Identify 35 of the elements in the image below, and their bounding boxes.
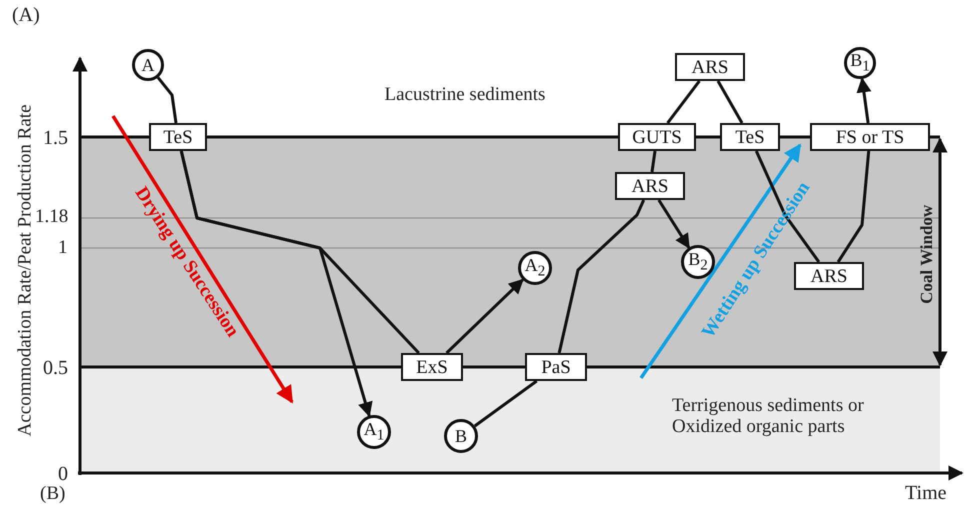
- arrow: [658, 199, 690, 249]
- arrow: [446, 278, 524, 354]
- surface-box: ARS: [615, 172, 685, 200]
- tick-label: 1.18: [35, 207, 68, 228]
- surface-box: FS or TS: [810, 123, 930, 151]
- connector-line: [156, 76, 178, 124]
- axis-title: Time: [905, 482, 947, 504]
- arrow: [856, 77, 872, 124]
- connector-line: [474, 380, 538, 428]
- surface-box: TeS: [720, 123, 780, 151]
- surface-box: GUTS: [618, 123, 696, 151]
- tick-label: 0.5: [43, 357, 68, 379]
- surface-box: ARS: [675, 53, 745, 81]
- surface-box: PaS: [525, 353, 587, 381]
- point-circle: B$_{1}$: [844, 47, 876, 79]
- connector-line: [558, 199, 646, 354]
- connector-line: [650, 150, 656, 172]
- surface-box: TeS: [149, 123, 207, 151]
- tick-label: 1.5: [43, 127, 68, 149]
- window-label: Coal Window: [918, 204, 936, 304]
- connector-line: [836, 150, 870, 263]
- axis-title: Accommodation Rate/Peat Production Rate: [16, 104, 36, 436]
- panel-label: (A): [12, 4, 40, 26]
- surface-box: ARS: [794, 262, 864, 290]
- connector-line: [754, 150, 820, 263]
- region-label: Lacustrine sediments: [384, 84, 546, 106]
- connector-line: [180, 150, 420, 354]
- panel-label: (B): [40, 484, 66, 505]
- connector-line: [666, 80, 701, 124]
- connector-line: [716, 80, 744, 124]
- tick-label: 0: [58, 463, 68, 485]
- tick-label: 1: [58, 238, 68, 259]
- region-label: Terrigenous sediments or Oxidized organic parts: [672, 396, 865, 438]
- surface-box: ExS: [401, 353, 463, 381]
- point-circle: A: [132, 49, 164, 81]
